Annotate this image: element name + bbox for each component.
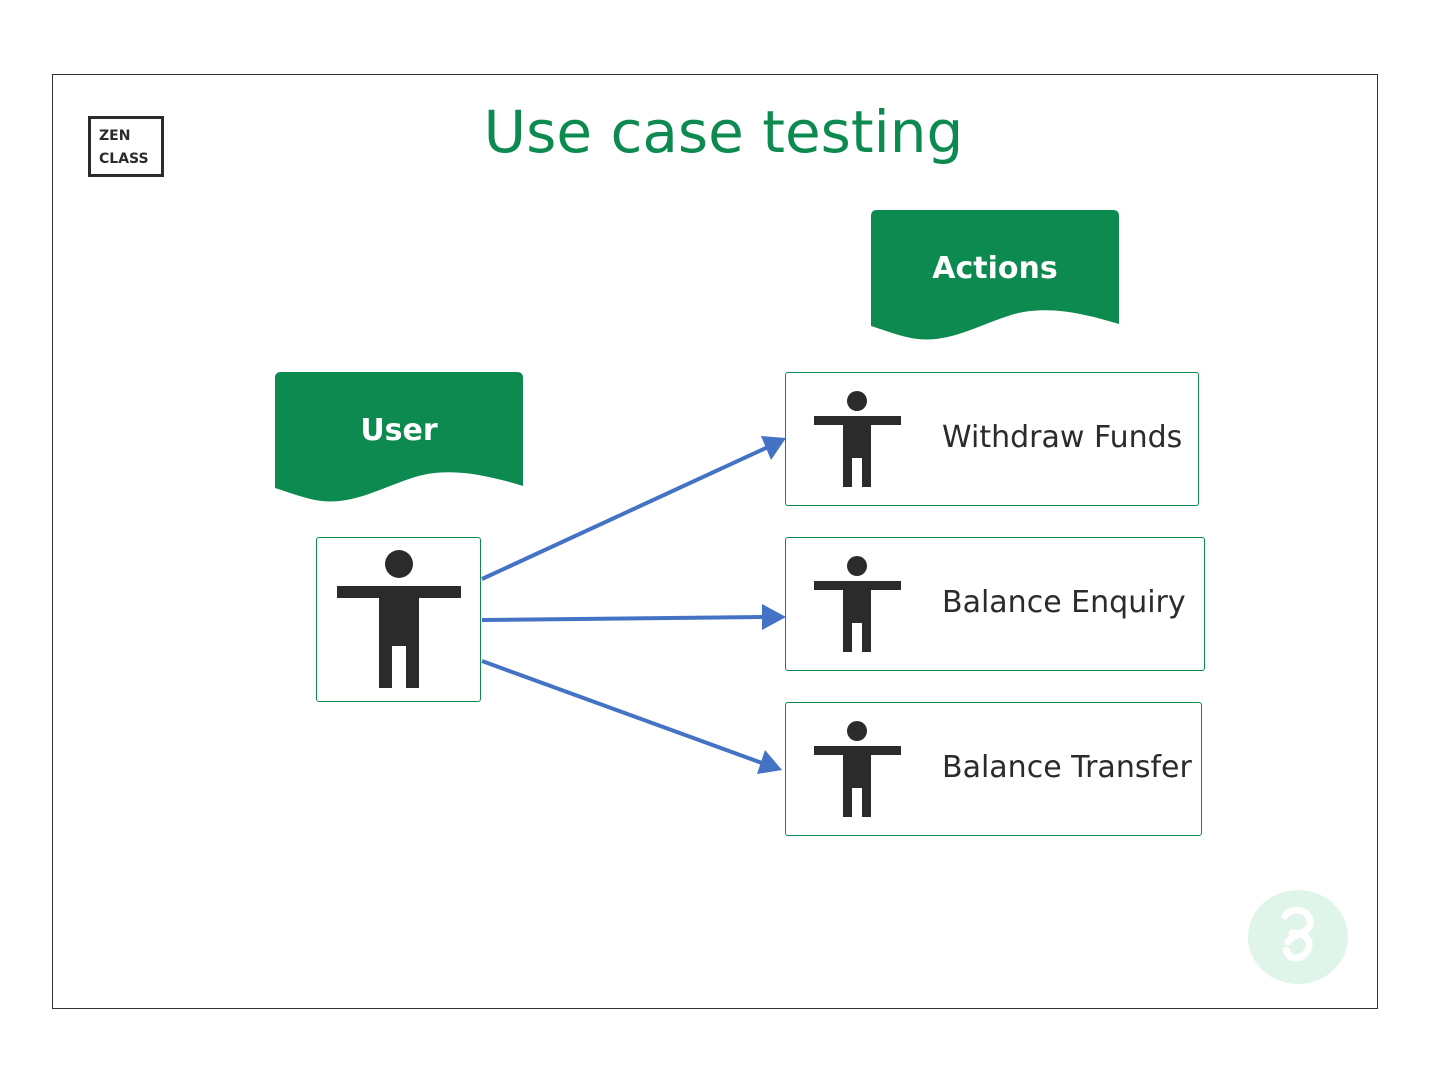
zen-class-logo: ZEN CLASS [88, 116, 164, 177]
arrowhead-balance-transfer [757, 750, 782, 774]
arrow-to-balance-transfer [481, 659, 763, 765]
action-label: Balance Transfer [942, 750, 1192, 785]
logo-line-2: CLASS [99, 151, 149, 167]
arrow-to-balance-enquiry [481, 615, 765, 622]
person-icon [337, 550, 461, 688]
user-banner-shape [275, 372, 523, 502]
action-box-balance-enquiry: Balance Enquiry [785, 537, 1205, 671]
person-icon [814, 391, 901, 487]
action-label: Balance Enquiry [942, 585, 1186, 620]
arrowhead-balance-enquiry [762, 604, 786, 630]
arrowhead-withdraw-funds [761, 436, 786, 460]
person-icon [814, 721, 901, 817]
brand-badge-icon [1248, 890, 1348, 984]
slide-title: Use case testing [483, 98, 964, 166]
person-icon [814, 556, 901, 652]
user-banner: User [275, 372, 523, 504]
logo-line-1: ZEN [99, 128, 131, 144]
actions-banner-label: Actions [932, 251, 1058, 286]
action-box-withdraw-funds: Withdraw Funds [785, 372, 1199, 506]
user-actor-box [316, 537, 481, 702]
actions-banner: Actions [871, 210, 1119, 342]
action-box-balance-transfer: Balance Transfer [785, 702, 1202, 836]
actions-banner-shape [871, 210, 1119, 340]
arrow-to-withdraw-funds [481, 445, 769, 581]
action-label: Withdraw Funds [942, 420, 1183, 455]
user-banner-label: User [360, 413, 438, 448]
